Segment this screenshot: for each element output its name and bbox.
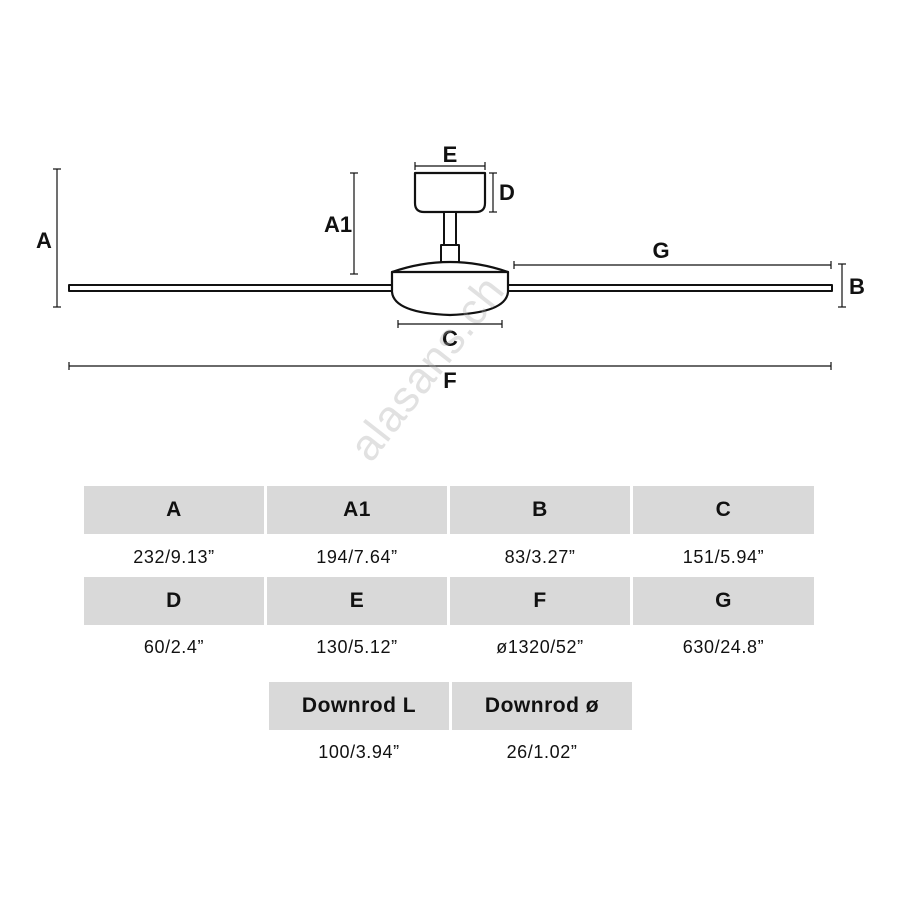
spec-value-a1: 194/7.64” (316, 546, 398, 567)
left-blade (68, 284, 393, 292)
label-e: E (443, 142, 458, 167)
spec-value-downrod-diameter: 26/1.02” (506, 741, 578, 762)
downrod-collar (440, 244, 460, 264)
spec-header-g: G (633, 577, 814, 625)
spec-header-downrod-diameter: Downrod ø (452, 682, 632, 730)
spec-header-d: D (84, 577, 264, 625)
spec-header-b: B (450, 486, 630, 534)
spec-value-downrod-length: 100/3.94” (318, 741, 400, 762)
spec-value-g: 630/24.8” (682, 636, 765, 657)
spec-value-b: 83/3.27” (504, 546, 576, 567)
spec-value-c: 151/5.94” (682, 546, 765, 567)
spec-header-a1: A1 (267, 486, 447, 534)
spec-value-a: 232/9.13” (133, 546, 215, 567)
label-a1: A1 (324, 212, 352, 237)
label-g: G (652, 238, 669, 263)
spec-header-e: E (267, 577, 447, 625)
label-f: F (443, 368, 456, 393)
label-a: A (36, 228, 52, 253)
downrod (443, 211, 457, 247)
spec-header-f: F (450, 577, 630, 625)
spec-value-f: ø1320/52” (496, 636, 584, 657)
fan-dimension-diagram: A A1 E D G B C F (36, 142, 865, 393)
spec-value-e: 130/5.12” (316, 636, 398, 657)
spec-header-downrod-length: Downrod L (269, 682, 449, 730)
label-d: D (499, 180, 515, 205)
motor-housing (390, 260, 510, 317)
right-blade (507, 284, 833, 292)
spec-header-a: A (84, 486, 264, 534)
spec-value-d: 60/2.4” (143, 636, 205, 657)
label-b: B (849, 274, 865, 299)
canopy (413, 171, 487, 214)
spec-header-c: C (633, 486, 814, 534)
label-c: C (442, 326, 458, 351)
